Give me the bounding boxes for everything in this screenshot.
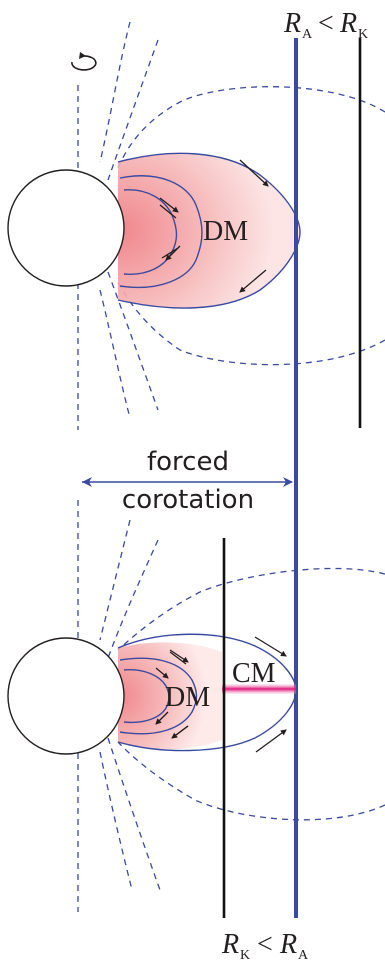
rotation-arrow-icon (71, 52, 97, 71)
cm-band (222, 684, 296, 694)
r-symbol: R (221, 929, 239, 960)
r-symbol: R (283, 8, 301, 39)
dm-region-bottom (118, 642, 222, 750)
star-top (7, 169, 125, 287)
corotation-label-line2: corotation (122, 485, 254, 515)
flow-arrows-top (159, 159, 269, 293)
less-than-sign: < (257, 929, 273, 960)
r-symbol: R (339, 8, 357, 39)
r-symbol: R (279, 929, 297, 960)
corotation-label-line1: forced (147, 447, 229, 477)
condition-label-top: R A < R K (283, 8, 368, 42)
closed-field-lines-top (117, 152, 301, 309)
open-field-lines-top (99, 21, 385, 419)
condition-label-bottom: R K < R A (221, 929, 309, 963)
subscript-a: A (298, 948, 309, 963)
bottom-panel: DM CM (7, 500, 385, 918)
dm-label-bottom: DM (165, 682, 210, 713)
less-than-sign: < (318, 8, 334, 39)
dm-region-top (118, 153, 300, 309)
star-bottom (7, 637, 125, 755)
top-panel: DM (7, 21, 385, 430)
open-field-lines-bottom (99, 519, 385, 891)
corotation-arrow (82, 477, 293, 487)
cm-label: CM (232, 658, 276, 689)
subscript-k: K (240, 948, 250, 963)
subscript-a: A (302, 27, 313, 42)
subscript-k: K (358, 27, 368, 42)
flow-arrows-bottom (155, 636, 287, 753)
dm-label-top: DM (203, 216, 248, 247)
